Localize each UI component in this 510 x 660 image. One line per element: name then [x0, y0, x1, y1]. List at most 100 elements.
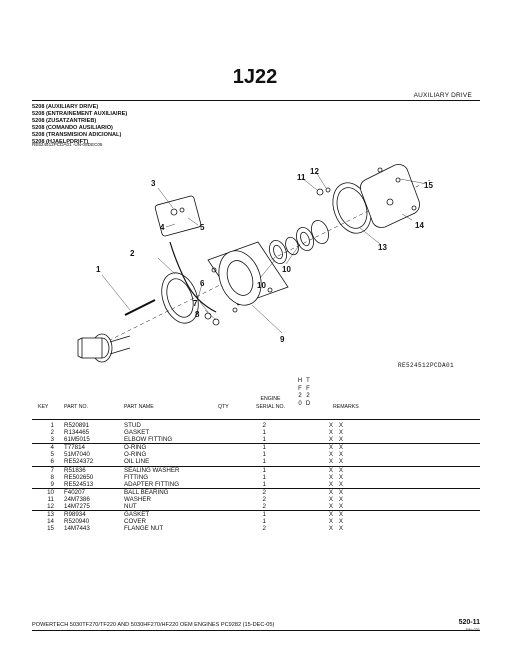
callout-11: 11	[297, 173, 306, 182]
col-part-no: PART NO.	[64, 404, 88, 410]
part-key: 2	[50, 429, 54, 437]
callout-15: 15	[424, 181, 433, 190]
header-line: 5208 (ZUSATZANTRIEB)	[32, 118, 97, 124]
part-name: FLANGE NUT	[124, 525, 164, 533]
part-qty: 1	[234, 480, 266, 489]
part-number: RE502650	[64, 473, 94, 481]
part-name: GASKET	[124, 429, 150, 437]
part-key: 9	[32, 480, 64, 489]
part-key: 4	[50, 444, 54, 452]
part-remarks	[346, 466, 480, 474]
part-qty: 2	[262, 495, 266, 503]
part-name: ELBOW FITTING	[124, 436, 234, 445]
part-t-mark: X	[336, 503, 346, 512]
part-t-mark: X	[338, 518, 344, 526]
callout-8: 8	[195, 310, 200, 319]
col-part-name: PART NAME	[124, 404, 154, 410]
part-h-mark: X	[328, 495, 334, 503]
part-remarks	[346, 444, 480, 452]
part-h-mark: X	[328, 422, 334, 429]
part-serial	[266, 458, 326, 467]
part-t-mark: X	[338, 451, 344, 459]
engine-code-h: H F 2 0	[296, 378, 304, 408]
part-number: 51M7040	[64, 451, 90, 459]
part-serial	[266, 422, 326, 429]
part-key: 10	[47, 488, 54, 496]
part-t-mark: X	[338, 488, 344, 496]
part-remarks	[346, 451, 480, 458]
callout-14: 14	[415, 221, 424, 230]
col-key: KEY	[38, 404, 49, 410]
part-name: NUT	[124, 503, 234, 512]
engine-code-letter: H	[297, 378, 303, 384]
callout-3: 3	[151, 179, 156, 188]
part-qty: 1	[262, 444, 266, 452]
part-h-mark: X	[328, 466, 334, 474]
part-serial	[266, 525, 326, 532]
part-key: 6	[32, 458, 64, 467]
part-name: FITTING	[124, 473, 149, 481]
part-remarks	[346, 496, 480, 503]
part-number: 14M7275	[64, 503, 124, 512]
part-t-mark: X	[338, 444, 344, 452]
part-h-mark: X	[326, 458, 336, 467]
part-qty: 1	[262, 429, 266, 437]
part-number: R98934	[64, 511, 86, 519]
part-h-mark: X	[328, 518, 334, 526]
part-key: 14	[47, 518, 54, 526]
part-key: 13	[47, 511, 54, 519]
engine-code-letter: F	[298, 385, 302, 392]
callout-4: 4	[160, 223, 165, 232]
part-key: 15	[47, 525, 54, 533]
callout-7: 7	[193, 299, 198, 308]
part-h-mark: X	[326, 436, 336, 445]
callout-10a: 10	[257, 281, 266, 290]
header-line: 5208 (TRANSMISION ADICIONAL)	[32, 132, 122, 138]
header-rule	[32, 100, 480, 101]
part-t-mark: X	[338, 525, 344, 533]
gear-shaft	[77, 333, 131, 363]
part-remarks	[346, 422, 480, 429]
part-name: OIL LINE	[124, 458, 234, 467]
part-serial	[266, 474, 326, 481]
part-h-mark: X	[326, 503, 336, 512]
engine-code-letter: 2	[298, 393, 302, 399]
header-line: 5208 (AUXILIARY DRIVE)	[32, 104, 99, 110]
part-key: 5	[50, 451, 54, 459]
part-t-mark: X	[336, 458, 346, 467]
callout-10b: 10	[282, 265, 291, 274]
header-line: 5208 (HJAELPDRIFT)	[32, 139, 89, 145]
exploded-view-diagram: 3 4 5 1 2 6 7 8 9 10 10 11 12 13 14 15	[77, 164, 433, 363]
part-t-mark: X	[338, 473, 344, 481]
part-h-mark: X	[328, 451, 334, 459]
part-name: BALL BEARING	[124, 488, 169, 496]
col-serial-no: SERIAL NO.	[256, 403, 285, 410]
engine-code-letter: 0	[298, 400, 302, 407]
engine-code-letter: F	[306, 385, 310, 392]
part-qty: 1	[262, 451, 266, 459]
callout-5: 5	[200, 223, 205, 232]
part-key: 1	[50, 422, 54, 429]
part-key: 11	[47, 495, 54, 503]
part-name: O-RING	[124, 451, 147, 459]
part-remarks	[346, 474, 480, 481]
callout-2: 2	[130, 249, 135, 258]
part-t-mark: X	[338, 495, 344, 503]
part-number: RE524513	[64, 480, 124, 489]
part-name: WASHER	[124, 495, 151, 503]
part-number: T77814	[64, 444, 85, 452]
part-serial	[266, 518, 326, 525]
part-qty: 1	[262, 466, 266, 474]
engine-code-letter: 2	[306, 393, 310, 399]
part-t-mark: X	[338, 466, 344, 474]
part-serial	[266, 511, 326, 519]
part-remarks	[346, 518, 480, 525]
part-qty: 1	[262, 511, 266, 519]
